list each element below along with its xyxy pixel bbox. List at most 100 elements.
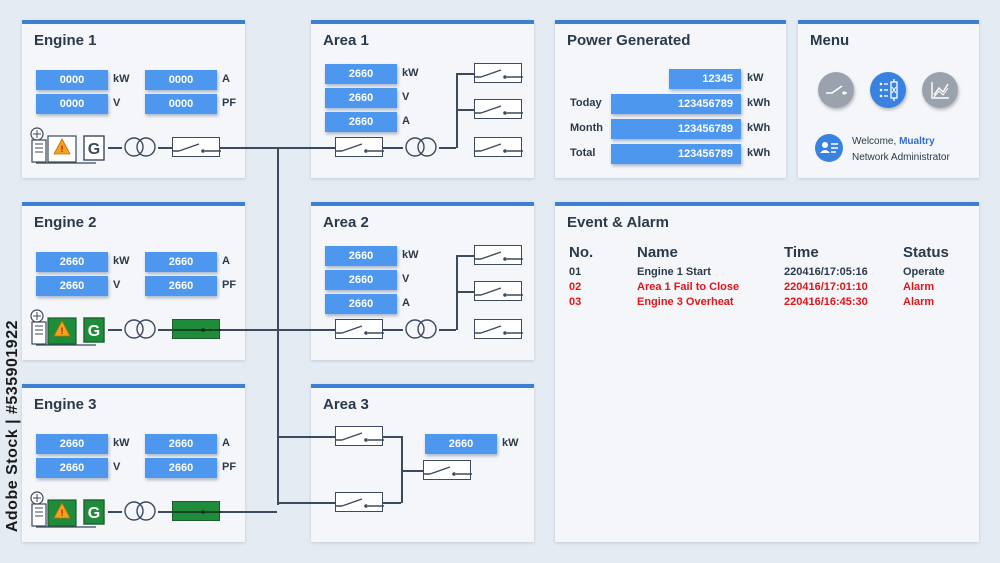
area-2-feeder-1-breaker[interactable]	[474, 245, 523, 265]
area-1-v-value: 2660	[325, 88, 397, 108]
area-2-main-breaker[interactable]	[335, 319, 384, 339]
engine-1-transformer-icon	[122, 136, 158, 158]
area-1-title: Area 1	[323, 32, 369, 49]
event-1-no: 01	[569, 266, 582, 278]
user-name: Mualtry	[899, 136, 935, 147]
power-month-unit: kWh	[747, 122, 771, 134]
area-3-load-breaker[interactable]	[423, 460, 472, 480]
engine-2-v-value: 2660	[36, 276, 108, 296]
engine-1-pf-unit: PF	[222, 97, 237, 109]
area-3-breaker-top[interactable]	[335, 426, 384, 446]
engine-1-kw-unit: kW	[113, 73, 130, 85]
power-today-label: Today	[570, 97, 602, 109]
engine-1-a-unit: A	[222, 73, 230, 85]
area-2-branch-1-wire	[456, 255, 474, 257]
engine-3-title: Engine 3	[34, 396, 97, 413]
event-2-time: 220416/17:01:10	[784, 281, 868, 293]
event-header-name: Name	[637, 244, 678, 261]
area-3-tie-bus	[401, 436, 403, 503]
engine-1-title: Engine 1	[34, 32, 97, 49]
event-3-status: Alarm	[903, 296, 935, 308]
svg-text:!: !	[61, 144, 64, 154]
engine-3-kw-unit: kW	[113, 437, 130, 449]
engine-2-transformer-icon	[122, 318, 158, 340]
user-avatar[interactable]	[815, 134, 843, 162]
engine-1-generator-letter: G	[88, 141, 100, 158]
event-2-no: 02	[569, 281, 582, 293]
engine-3-pf-value: 2660	[145, 458, 217, 478]
area-2-transformer-icon	[403, 318, 439, 340]
area-3-load-wire	[401, 470, 423, 472]
area-2-feeder-3-breaker[interactable]	[474, 319, 523, 339]
event-1-status: Operate	[903, 266, 945, 278]
engine-2-pf-unit: PF	[222, 279, 237, 291]
area-3-breaker-bottom[interactable]	[335, 492, 384, 512]
svg-text:!: !	[61, 326, 64, 336]
area-3-panel: Area 3 2660 kW	[311, 384, 534, 542]
engine-2-breaker[interactable]	[172, 319, 221, 339]
menu-breaker-list-button[interactable]	[870, 72, 906, 108]
engine-2-kw-unit: kW	[113, 255, 130, 267]
area-1-wire-b	[439, 147, 456, 149]
area-1-transformer-icon	[403, 136, 439, 158]
engine-2-generator-icon: ! G	[30, 309, 105, 346]
event-header-status: Status	[903, 244, 949, 261]
user-card-icon	[820, 142, 838, 153]
engine-3-generator-letter: G	[88, 505, 100, 522]
engine-1-kw-value: 0000	[36, 70, 108, 90]
area-1-feed-wire	[277, 147, 335, 149]
area-1-a-unit: A	[402, 115, 410, 127]
event-1-time: 220416/17:05:16	[784, 266, 868, 278]
area-2-feeder-2-breaker[interactable]	[474, 281, 523, 301]
event-2-name: Area 1 Fail to Close	[637, 281, 740, 293]
area-1-feeder-2-breaker[interactable]	[474, 99, 523, 119]
power-generated-panel: Power Generated 12345 kW Today 123456789…	[555, 20, 786, 178]
main-bus	[277, 147, 279, 505]
event-2-status: Alarm	[903, 281, 935, 293]
area-1-branch-1-wire	[456, 73, 474, 75]
area-2-wire-a	[383, 329, 403, 331]
area-1-a-value: 2660	[325, 112, 397, 132]
area-3-feed-wire-bottom	[277, 502, 335, 504]
engine-3-generator-icon: ! G	[30, 491, 105, 528]
area-2-feed-wire	[277, 329, 335, 331]
menu-switch-button[interactable]	[818, 72, 854, 108]
area-1-v-unit: V	[402, 91, 410, 103]
svg-text:!: !	[61, 508, 64, 518]
area-1-branch-2-wire	[456, 109, 474, 111]
engine-2-v-unit: V	[113, 279, 121, 291]
area-1-main-breaker[interactable]	[335, 137, 384, 157]
event-3-no: 03	[569, 296, 582, 308]
menu-title: Menu	[810, 32, 850, 49]
event-3-time: 220416/16:45:30	[784, 296, 868, 308]
welcome-prefix: Welcome,	[852, 136, 897, 147]
power-current-unit: kW	[747, 72, 764, 84]
area-1-feeder-1-breaker[interactable]	[474, 63, 523, 83]
engine-3-a-value: 2660	[145, 434, 217, 454]
engine-3-v-unit: V	[113, 461, 121, 473]
engine-2-a-value: 2660	[145, 252, 217, 272]
area-2-a-unit: A	[402, 297, 410, 309]
power-total-unit: kWh	[747, 147, 771, 159]
area-1-feeder-3-breaker[interactable]	[474, 137, 523, 157]
area-1-wire-a	[383, 147, 403, 149]
engine-1-generator-icon: ! G	[30, 127, 105, 164]
stock-watermark: Adobe Stock | #535901922	[4, 320, 21, 533]
event-3-name: Engine 3 Overheat	[637, 296, 734, 308]
menu-trend-chart-button[interactable]	[922, 72, 958, 108]
engine-2-generator-letter: G	[88, 323, 100, 340]
engine-1-breaker[interactable]	[172, 137, 221, 157]
engine-3-breaker[interactable]	[172, 501, 221, 521]
engine-3-v-value: 2660	[36, 458, 108, 478]
event-header-time: Time	[784, 244, 819, 261]
power-today-value: 123456789	[611, 94, 741, 114]
area-3-feed-wire-top	[277, 436, 335, 438]
power-total-value: 123456789	[611, 144, 741, 164]
area-2-wire-b	[439, 329, 456, 331]
event-header-no: No.	[569, 244, 594, 261]
engine-2-kw-value: 2660	[36, 252, 108, 272]
power-today-unit: kWh	[747, 97, 771, 109]
engine-3-transformer-icon	[122, 500, 158, 522]
area-1-kw-unit: kW	[402, 67, 419, 79]
power-current-value: 12345	[669, 69, 741, 89]
